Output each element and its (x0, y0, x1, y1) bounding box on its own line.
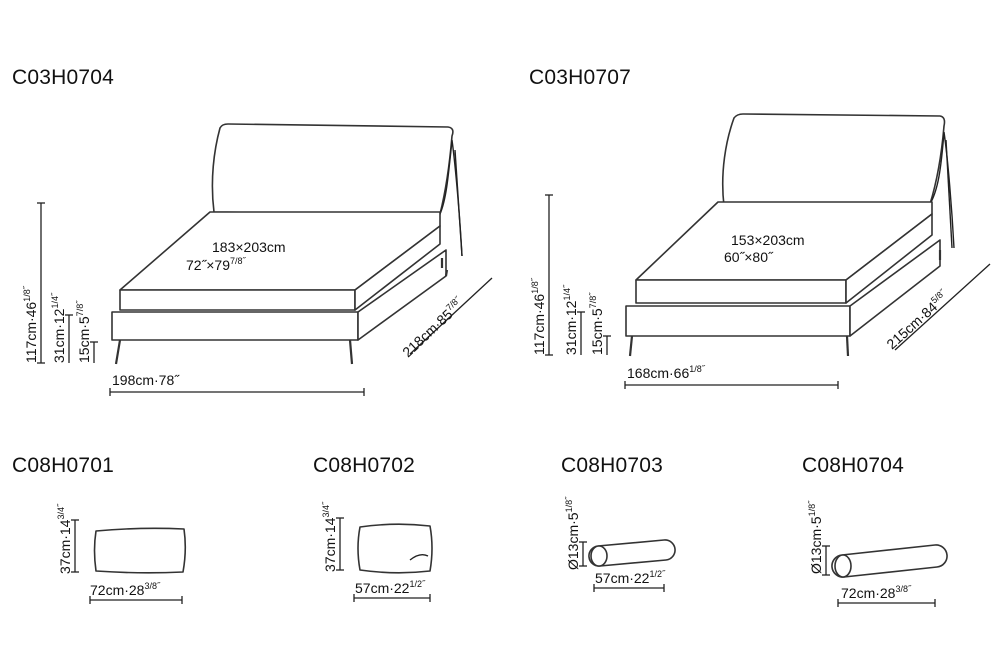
bed1-height-mid: 31cm·12 (51, 308, 67, 363)
svg-text:117cm·461/8˝: 117cm·461/8˝ (530, 277, 547, 355)
svg-text:72cm·283/8˝: 72cm·283/8˝ (90, 581, 161, 598)
bed1-mattress-size: 183×203cm (212, 239, 286, 255)
svg-text:31cm·121/4˝: 31cm·121/4˝ (562, 284, 579, 355)
bolster2-code: C08H0704 (802, 454, 905, 477)
bed2-base (625, 305, 851, 337)
pillow2-height-fraction: 3/4˝ (321, 501, 331, 518)
bolster2-diameter: Ø13cm·5 (808, 516, 824, 574)
pillow2-code: C08H0702 (313, 454, 416, 477)
pillow2-width: 57cm·22 (355, 580, 410, 596)
bolster1-code: C08H0703 (561, 454, 664, 477)
pillow1-height-fraction: 3/4˝ (56, 503, 66, 520)
bolster1-diameter: Ø13cm·5 (565, 512, 581, 570)
bolster2-shape (831, 544, 948, 578)
bed1-code: C03H0704 (12, 66, 115, 89)
pillow2: 37cm·143/4˝ 57cm·221/2˝ (321, 501, 433, 602)
bolster2-diameter-fraction: 1/8˝ (807, 500, 817, 517)
pillow1: 37cm·143/4˝ 72cm·283/8˝ (56, 503, 187, 604)
bed2-height-low-fraction: 7/8˝ (588, 292, 598, 309)
bed1-height-low-fraction: 7/8˝ (75, 300, 85, 317)
pillow1-height: 37cm·14 (57, 519, 73, 574)
bolster1: Ø13cm·51/8˝ 57cm·221/2˝ (564, 496, 676, 592)
bed1-headboard (211, 123, 454, 215)
svg-text:Ø13cm·51/8˝: Ø13cm·51/8˝ (807, 500, 824, 574)
pillow2-height: 37cm·14 (322, 517, 338, 572)
svg-text:72˝×797/8˝: 72˝×797/8˝ (186, 256, 246, 273)
bed2-width-fraction: 1/8˝ (689, 364, 706, 374)
svg-text:15cm·57/8˝: 15cm·57/8˝ (588, 292, 605, 355)
bed2-height-total-fraction: 1/8˝ (530, 277, 540, 294)
bed1-mattress-size-inches: 72˝×79 (186, 257, 230, 273)
bed1-height-total-fraction: 1/8˝ (22, 285, 32, 302)
bed2-drawing (625, 113, 955, 357)
bed1-mattress-size-fraction: 7/8˝ (230, 256, 247, 266)
bed2-mattress-size: 153×203cm (731, 232, 805, 248)
bed1-drawing (111, 123, 463, 365)
bolster2-length: 72cm·28 (841, 585, 896, 601)
svg-text:57cm·221/2˝: 57cm·221/2˝ (595, 569, 666, 586)
svg-text:37cm·143/4˝: 37cm·143/4˝ (321, 501, 338, 572)
bed2-mattress-size-inches: 60˝×80˝ (724, 249, 774, 265)
bolster1-length-fraction: 1/2˝ (649, 569, 666, 579)
bed2-height-mid: 31cm·12 (563, 300, 579, 355)
svg-text:31cm·121/4˝: 31cm·121/4˝ (50, 292, 67, 363)
bolster1-shape (588, 539, 676, 567)
pillow1-shape (93, 527, 187, 574)
svg-text:168cm·661/8˝: 168cm·661/8˝ (627, 364, 706, 381)
svg-text:37cm·143/4˝: 37cm·143/4˝ (56, 503, 73, 574)
bed2-height-mid-fraction: 1/4˝ (562, 284, 572, 301)
bolster1-length: 57cm·22 (595, 570, 650, 586)
bolster2-length-fraction: 3/8˝ (895, 584, 912, 594)
pillow2-width-fraction: 1/2˝ (409, 579, 426, 589)
svg-text:117cm·461/8˝: 117cm·461/8˝ (22, 285, 39, 363)
bed1-height-low: 15cm·5 (76, 316, 92, 363)
bed2-length: 215cm·84 (883, 299, 940, 353)
bed2-code: C03H0707 (529, 66, 632, 89)
bed2-headboard (721, 113, 946, 207)
bed2-height-low: 15cm·5 (589, 308, 605, 355)
pillow2-shape (357, 523, 433, 574)
bed1-length: 218cm·85 (399, 306, 456, 360)
bed1-width: 198cm·78˝ (112, 372, 180, 388)
svg-text:15cm·57/8˝: 15cm·57/8˝ (75, 300, 92, 363)
bed1-height-total: 117cm·46 (23, 302, 39, 363)
svg-text:57cm·221/2˝: 57cm·221/2˝ (355, 579, 426, 596)
bed2-width: 168cm·66 (627, 365, 689, 381)
bed2-height-total: 117cm·46 (531, 294, 547, 355)
pillow1-width-fraction: 3/8˝ (144, 581, 161, 591)
bolster1-diameter-fraction: 1/8˝ (564, 496, 574, 513)
bed1-base (111, 311, 359, 341)
bolster2: Ø13cm·51/8˝ 72cm·283/8˝ (807, 500, 948, 607)
bed2-dimensions: 117cm·461/8˝ 31cm·121/4˝ 15cm·57/8˝ 168c… (530, 194, 991, 389)
svg-text:Ø13cm·51/8˝: Ø13cm·51/8˝ (564, 496, 581, 570)
svg-text:72cm·283/8˝: 72cm·283/8˝ (841, 584, 912, 601)
bed1-height-mid-fraction: 1/4˝ (50, 292, 60, 309)
pillow1-code: C08H0701 (12, 454, 115, 477)
bed1-dimensions: 117cm·461/8˝ 31cm·121/4˝ 15cm·57/8˝ 198c… (22, 202, 493, 396)
pillow1-width: 72cm·28 (90, 582, 145, 598)
